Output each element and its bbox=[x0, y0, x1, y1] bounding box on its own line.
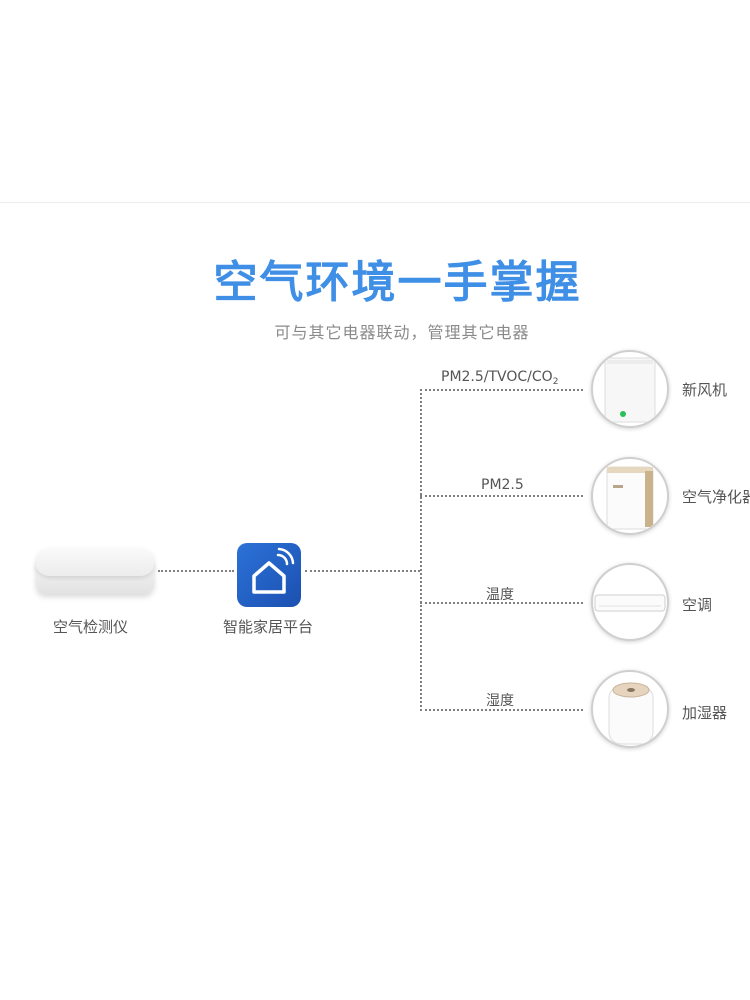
hub-node-label: 智能家居平台 bbox=[223, 618, 314, 636]
branch-line bbox=[420, 389, 583, 391]
connector-line bbox=[158, 570, 234, 572]
subtitle: 可与其它电器联动，管理其它电器 bbox=[274, 323, 530, 342]
branch-line bbox=[420, 495, 583, 497]
link-label-fresh-air: PM2.5/TVOC/CO2 bbox=[441, 369, 559, 387]
air-purifier-icon bbox=[591, 457, 669, 535]
device-label-humidifier: 加湿器 bbox=[682, 704, 728, 722]
link-label-humidifier: 湿度 bbox=[486, 693, 514, 709]
device-label-purifier: 空气净化器 bbox=[682, 488, 750, 506]
branch-line bbox=[420, 602, 583, 604]
top-divider bbox=[0, 202, 750, 203]
branch-line bbox=[420, 709, 583, 711]
link-label-purifier: PM2.5 bbox=[481, 477, 524, 493]
air-detector-icon bbox=[36, 548, 154, 596]
connector-line bbox=[305, 570, 420, 572]
humidifier-icon bbox=[591, 670, 669, 748]
trunk-line bbox=[420, 389, 422, 711]
smart-home-icon bbox=[237, 543, 301, 607]
device-label-ac: 空调 bbox=[682, 596, 713, 614]
device-label-fresh-air: 新风机 bbox=[682, 381, 728, 399]
link-label-ac: 温度 bbox=[486, 587, 514, 603]
fresh-air-unit-icon bbox=[591, 350, 669, 428]
air-conditioner-icon bbox=[591, 563, 669, 641]
source-node-label: 空气检测仪 bbox=[53, 618, 129, 636]
headline: 空气环境一手掌握 bbox=[213, 257, 582, 308]
